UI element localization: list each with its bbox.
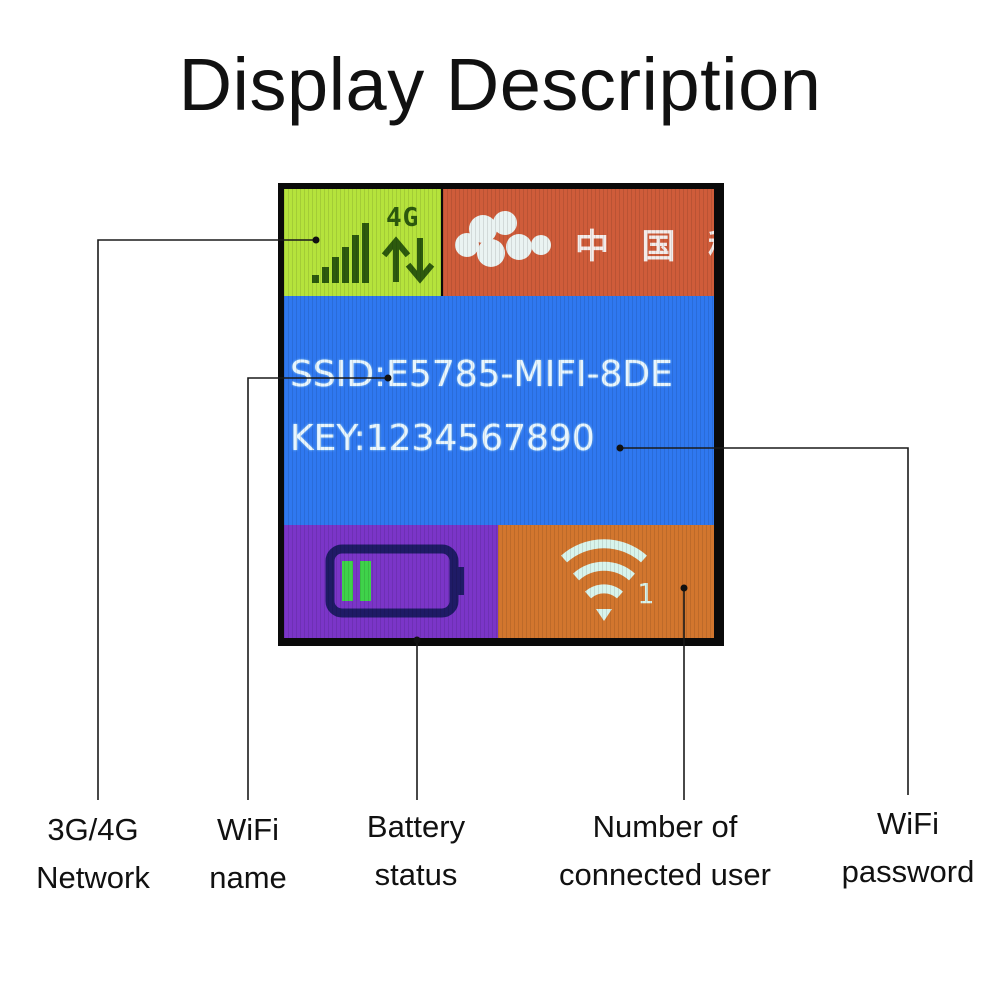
- network-type-label: 4G: [386, 203, 420, 233]
- label-network-line2: Network: [36, 860, 150, 895]
- carrier-logo-icon: [455, 211, 551, 267]
- carrier-panel: 中 国 移 动: [443, 189, 714, 296]
- label-password-line1: WiFi: [877, 806, 939, 841]
- battery-icon: [325, 544, 464, 618]
- wifi-icon: [561, 539, 647, 621]
- battery-bar: [342, 561, 353, 601]
- key-text: KEY:1234567890: [290, 418, 595, 459]
- label-wifi-name-line1: WiFi: [217, 812, 279, 847]
- wifi-info-panel: SSID:E5785-MIFI-8DE KEY:1234567890: [284, 296, 714, 525]
- data-arrows-icon: [381, 236, 435, 284]
- users-panel: 1: [498, 525, 714, 638]
- label-wifi-name-line2: name: [209, 860, 287, 895]
- battery-panel: [284, 525, 498, 638]
- label-password-line2: password: [841, 854, 975, 889]
- label-network: 3G/4G Network: [18, 806, 168, 902]
- label-password: WiFi password: [826, 800, 990, 896]
- label-users: Number of connected user: [530, 803, 800, 899]
- page-title: Display Description: [178, 43, 822, 126]
- device-screen: 4G 中 国 移 动 SSID:E5785-MIFI: [278, 183, 724, 646]
- carrier-name: 中 国 移 动: [575, 227, 714, 267]
- label-wifi-name: WiFi name: [188, 806, 308, 902]
- label-network-line1: 3G/4G: [47, 812, 139, 847]
- label-battery-line1: Battery: [366, 809, 466, 844]
- label-battery: Battery status: [340, 803, 492, 899]
- ssid-text: SSID:E5785-MIFI-8DE: [290, 354, 673, 395]
- label-users-line2: connected user: [559, 857, 771, 892]
- battery-bar: [360, 561, 371, 601]
- connected-users-count: 1: [637, 577, 654, 610]
- network-panel: 4G: [284, 189, 441, 296]
- label-battery-line2: status: [374, 857, 458, 892]
- label-users-line1: Number of: [592, 809, 738, 844]
